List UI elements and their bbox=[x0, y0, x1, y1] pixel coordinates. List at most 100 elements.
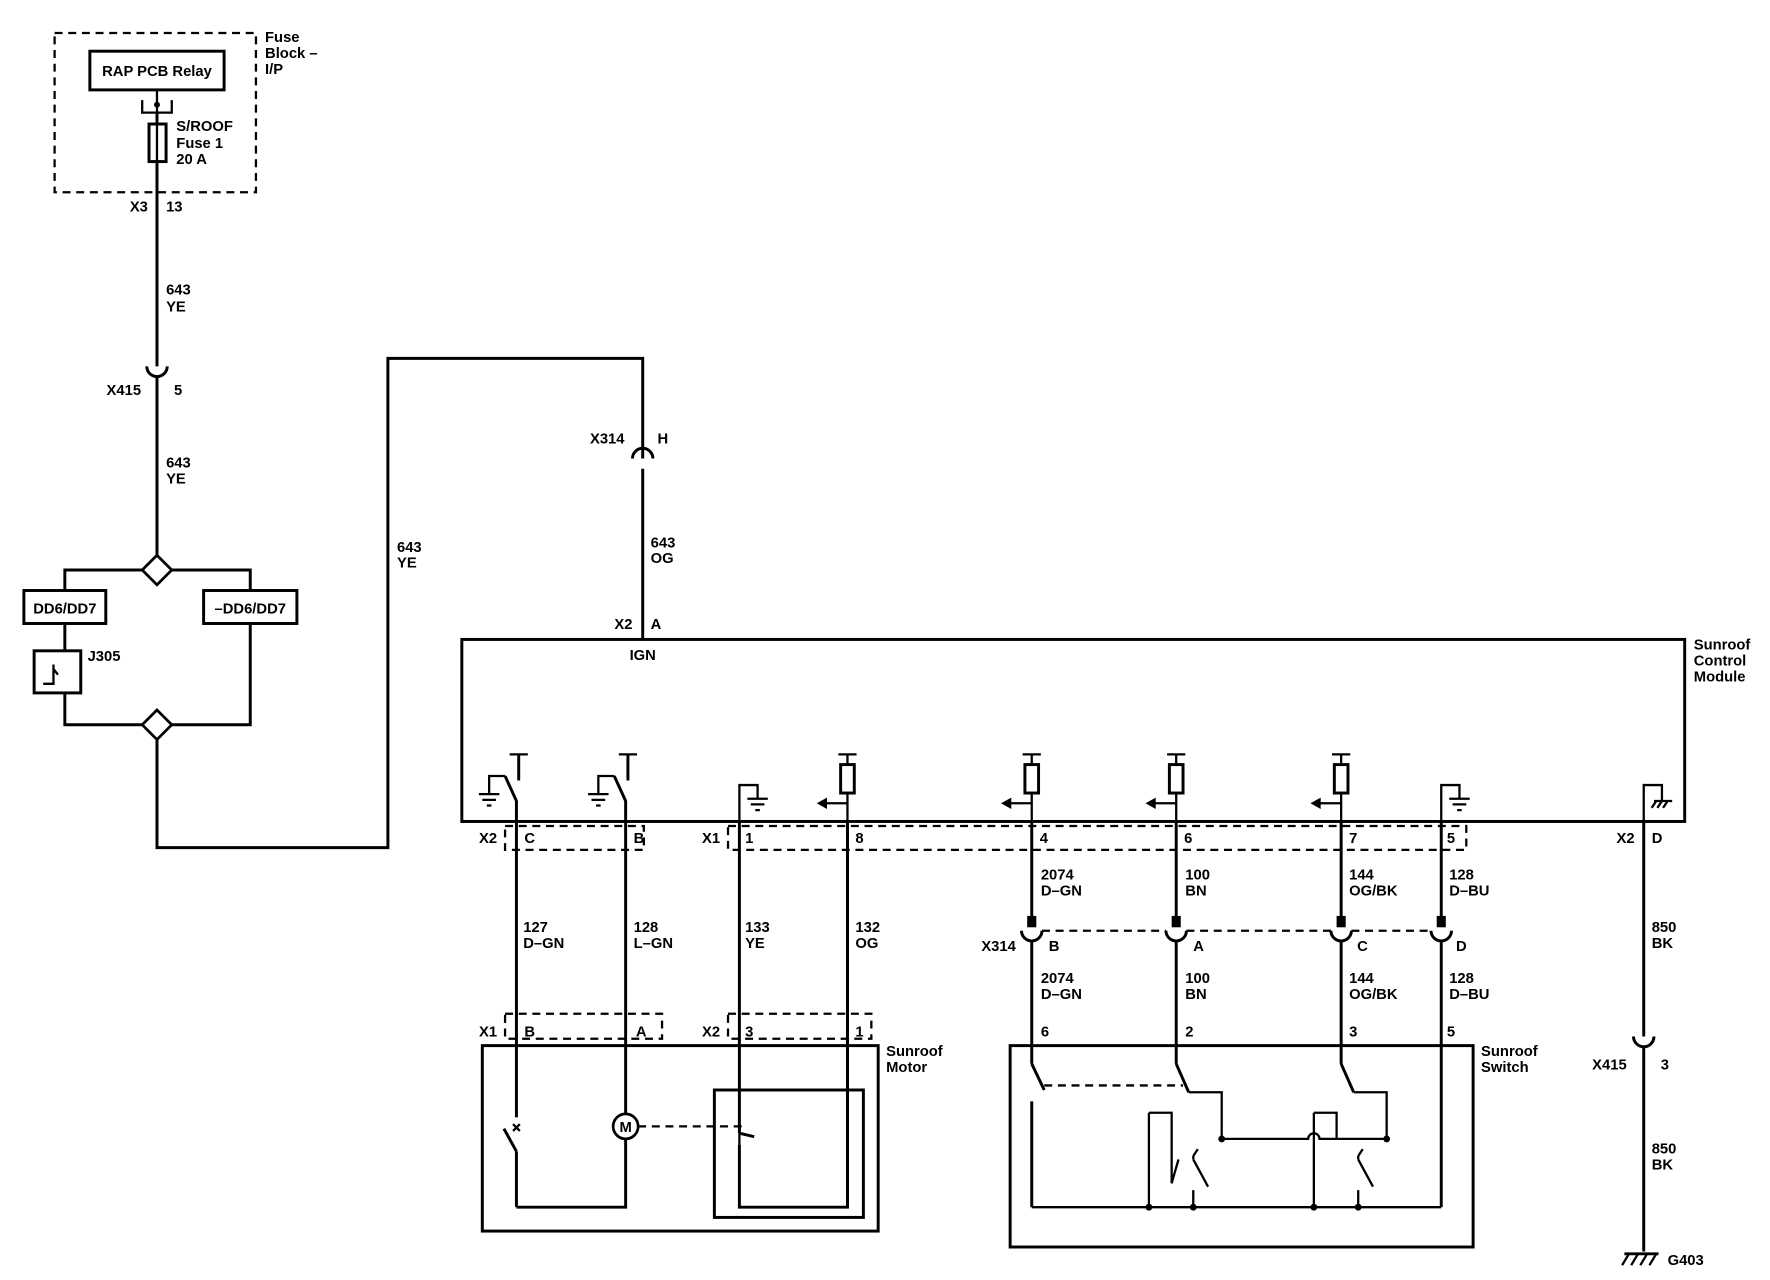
inline-connector-x415-pin: 5 bbox=[174, 383, 182, 399]
relay-label: RAP PCB Relay bbox=[102, 64, 212, 80]
module-pin-6: 6 bbox=[1184, 831, 1192, 847]
option-label-left: DD6/DD7 bbox=[33, 601, 96, 617]
feed-wire-upper-number: 643 bbox=[166, 283, 191, 299]
feed-wire-return-color: YE bbox=[397, 556, 417, 572]
fuse-block-outline bbox=[53, 31, 258, 194]
module-name-line-3: Module bbox=[1694, 670, 1746, 686]
fuse-label-line-2: Fuse 1 bbox=[176, 136, 223, 152]
fuse-block-title-line-2: Block – bbox=[265, 46, 318, 62]
wire-128-bottom-number: 128 bbox=[1449, 971, 1474, 987]
switch-inline-connector-label: X314 bbox=[981, 939, 1016, 955]
feed-wire-upper-color: YE bbox=[166, 300, 186, 316]
switch-contact-2 bbox=[1174, 1063, 1191, 1093]
wire-144-top-number: 144 bbox=[1349, 868, 1374, 884]
jumper-symbol bbox=[43, 664, 59, 685]
switch-pin-6: 6 bbox=[1041, 1025, 1049, 1041]
module-pin-4: 4 bbox=[1040, 831, 1049, 847]
module-connector-x1 bbox=[726, 824, 1468, 852]
wire-2074-top-color: D–GN bbox=[1041, 883, 1082, 899]
fuse-block-connector: X3 bbox=[130, 200, 148, 216]
wire-100-bottom-color: BN bbox=[1185, 987, 1206, 1003]
feed-wire-lower-color: YE bbox=[166, 472, 186, 488]
relay-contact-dot bbox=[154, 101, 160, 108]
module-chassis-ground bbox=[1642, 783, 1673, 822]
ground-wire-upper-number: 850 bbox=[1652, 920, 1677, 936]
wire-128-top-color: D–BU bbox=[1449, 883, 1489, 899]
motor-x2-pin-1: 1 bbox=[855, 1025, 863, 1041]
wire-100-bottom-number: 100 bbox=[1185, 971, 1210, 987]
feed-wire-return-number: 643 bbox=[397, 540, 422, 556]
wire-2074-top-number: 2074 bbox=[1041, 868, 1075, 884]
wire-2074-bottom-number: 2074 bbox=[1041, 971, 1075, 987]
inline-connector-x415-3 bbox=[1632, 1036, 1656, 1049]
switch-contact-3 bbox=[1339, 1063, 1356, 1093]
switch-common-bus bbox=[1221, 1132, 1387, 1141]
pullup-input-7 bbox=[1310, 753, 1351, 822]
sunroof-switch: Sunroof Switch bbox=[1008, 1044, 1538, 1249]
wire-144-bottom-number: 144 bbox=[1349, 971, 1374, 987]
switch-inline-pin-b: B bbox=[1049, 939, 1060, 955]
ground-wire-lower-color: BK bbox=[1652, 1158, 1674, 1174]
inline-connector-x314-b bbox=[1020, 930, 1044, 943]
wire-100-top-number: 100 bbox=[1185, 868, 1210, 884]
motor-wires: 127 D–GN 128 L–GN 133 YE 132 OG bbox=[514, 821, 880, 1208]
module-pin-c: C bbox=[524, 831, 535, 847]
wire-133-color: YE bbox=[745, 936, 765, 952]
module-x2-right-label: X2 bbox=[1617, 831, 1635, 847]
motor-limit-switch bbox=[502, 1127, 518, 1153]
module-ground-pin-5 bbox=[1440, 783, 1470, 822]
pullup-input-4 bbox=[1001, 753, 1041, 822]
inline-connector-x314-a bbox=[1164, 930, 1188, 943]
fuse-label-line-3: 20 A bbox=[176, 152, 207, 168]
fuse-block-title-line-1: Fuse bbox=[265, 30, 299, 46]
switch-pin-3: 3 bbox=[1349, 1025, 1357, 1041]
ign-circuit: X314 H 643 OG X2 A IGN bbox=[590, 432, 675, 664]
motor-x2-label: X2 bbox=[702, 1025, 720, 1041]
ign-module-connector: X2 bbox=[614, 617, 632, 633]
fuse-block-pin: 13 bbox=[166, 200, 182, 216]
inline-connector-x415-5 bbox=[145, 366, 169, 379]
switch-contact-6 bbox=[1030, 1063, 1046, 1208]
module-x1-label: X1 bbox=[702, 831, 720, 847]
feed-wire-lower-number: 643 bbox=[166, 456, 191, 472]
sunroof-control-module: Sunroof Control Module bbox=[460, 638, 1750, 852]
wire-132-number: 132 bbox=[855, 920, 880, 936]
wire-128-number: 128 bbox=[634, 920, 659, 936]
feed-wire-return bbox=[155, 356, 645, 850]
switch-name-line-1: Sunroof bbox=[1481, 1044, 1538, 1060]
motor-symbol-label: M bbox=[619, 1120, 631, 1136]
motor-connector-x2 bbox=[726, 1012, 873, 1040]
wire-127-color: D–GN bbox=[523, 936, 564, 952]
inline-connector-x314-d bbox=[1429, 930, 1453, 943]
motor-x1-label: X1 bbox=[479, 1025, 497, 1041]
ground-label: G403 bbox=[1668, 1253, 1704, 1269]
pullup-input-6 bbox=[1145, 753, 1186, 822]
wire-100-top-color: BN bbox=[1185, 883, 1206, 899]
module-pin-1: 1 bbox=[745, 831, 753, 847]
sunroof-motor: X1 B A X2 3 1 Sunroof Motor M bbox=[479, 821, 943, 1233]
ign-module-pin: A bbox=[651, 617, 662, 633]
switch-pin-5: 5 bbox=[1447, 1025, 1455, 1041]
wire-128-color: L–GN bbox=[634, 936, 673, 952]
wire-127-number: 127 bbox=[523, 920, 548, 936]
ground-wire-lower-number: 850 bbox=[1652, 1142, 1677, 1158]
jumper-label: J305 bbox=[88, 649, 121, 665]
inline-connector-x314-pin: H bbox=[657, 432, 668, 448]
splice-top bbox=[140, 553, 174, 587]
relay-driver-b bbox=[612, 754, 630, 822]
module-x2-label: X2 bbox=[479, 831, 497, 847]
switch-pin-2: 2 bbox=[1185, 1025, 1193, 1041]
wire-144-top-color: OG/BK bbox=[1349, 883, 1398, 899]
switch-wires: X314 B A C D 2074 D–GN 100 BN 144 OG/BK … bbox=[981, 821, 1489, 1208]
ground-inline-connector: X415 bbox=[1592, 1058, 1626, 1074]
module-ground-pin-1 bbox=[738, 783, 768, 822]
switch-inline-pin-c: C bbox=[1357, 939, 1368, 955]
fuse-block-title-line-3: I/P bbox=[265, 62, 283, 78]
switch-inline-pin-d: D bbox=[1456, 939, 1467, 955]
motor-x1-pin-a: A bbox=[636, 1025, 647, 1041]
option-label-right: –DD6/DD7 bbox=[215, 601, 286, 617]
ign-input-label: IGN bbox=[630, 648, 656, 664]
module-pin-8: 8 bbox=[855, 831, 863, 847]
fuse-label-line-1: S/ROOF bbox=[176, 119, 233, 135]
